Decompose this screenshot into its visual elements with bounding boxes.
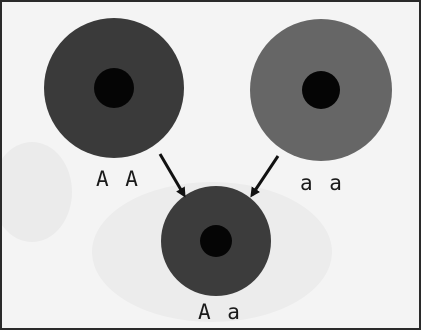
offspring-nucleus: [200, 225, 232, 257]
parent-aa-recessive-label: a a: [300, 173, 344, 194]
parent-aa-dominant-label: A A: [96, 169, 140, 190]
arrow-right: [252, 156, 278, 195]
offspring-label: A a: [198, 302, 242, 323]
parent-aa-recessive-nucleus: [302, 71, 340, 109]
background-shape: [2, 142, 72, 242]
parent-aa-dominant-nucleus: [94, 68, 134, 108]
